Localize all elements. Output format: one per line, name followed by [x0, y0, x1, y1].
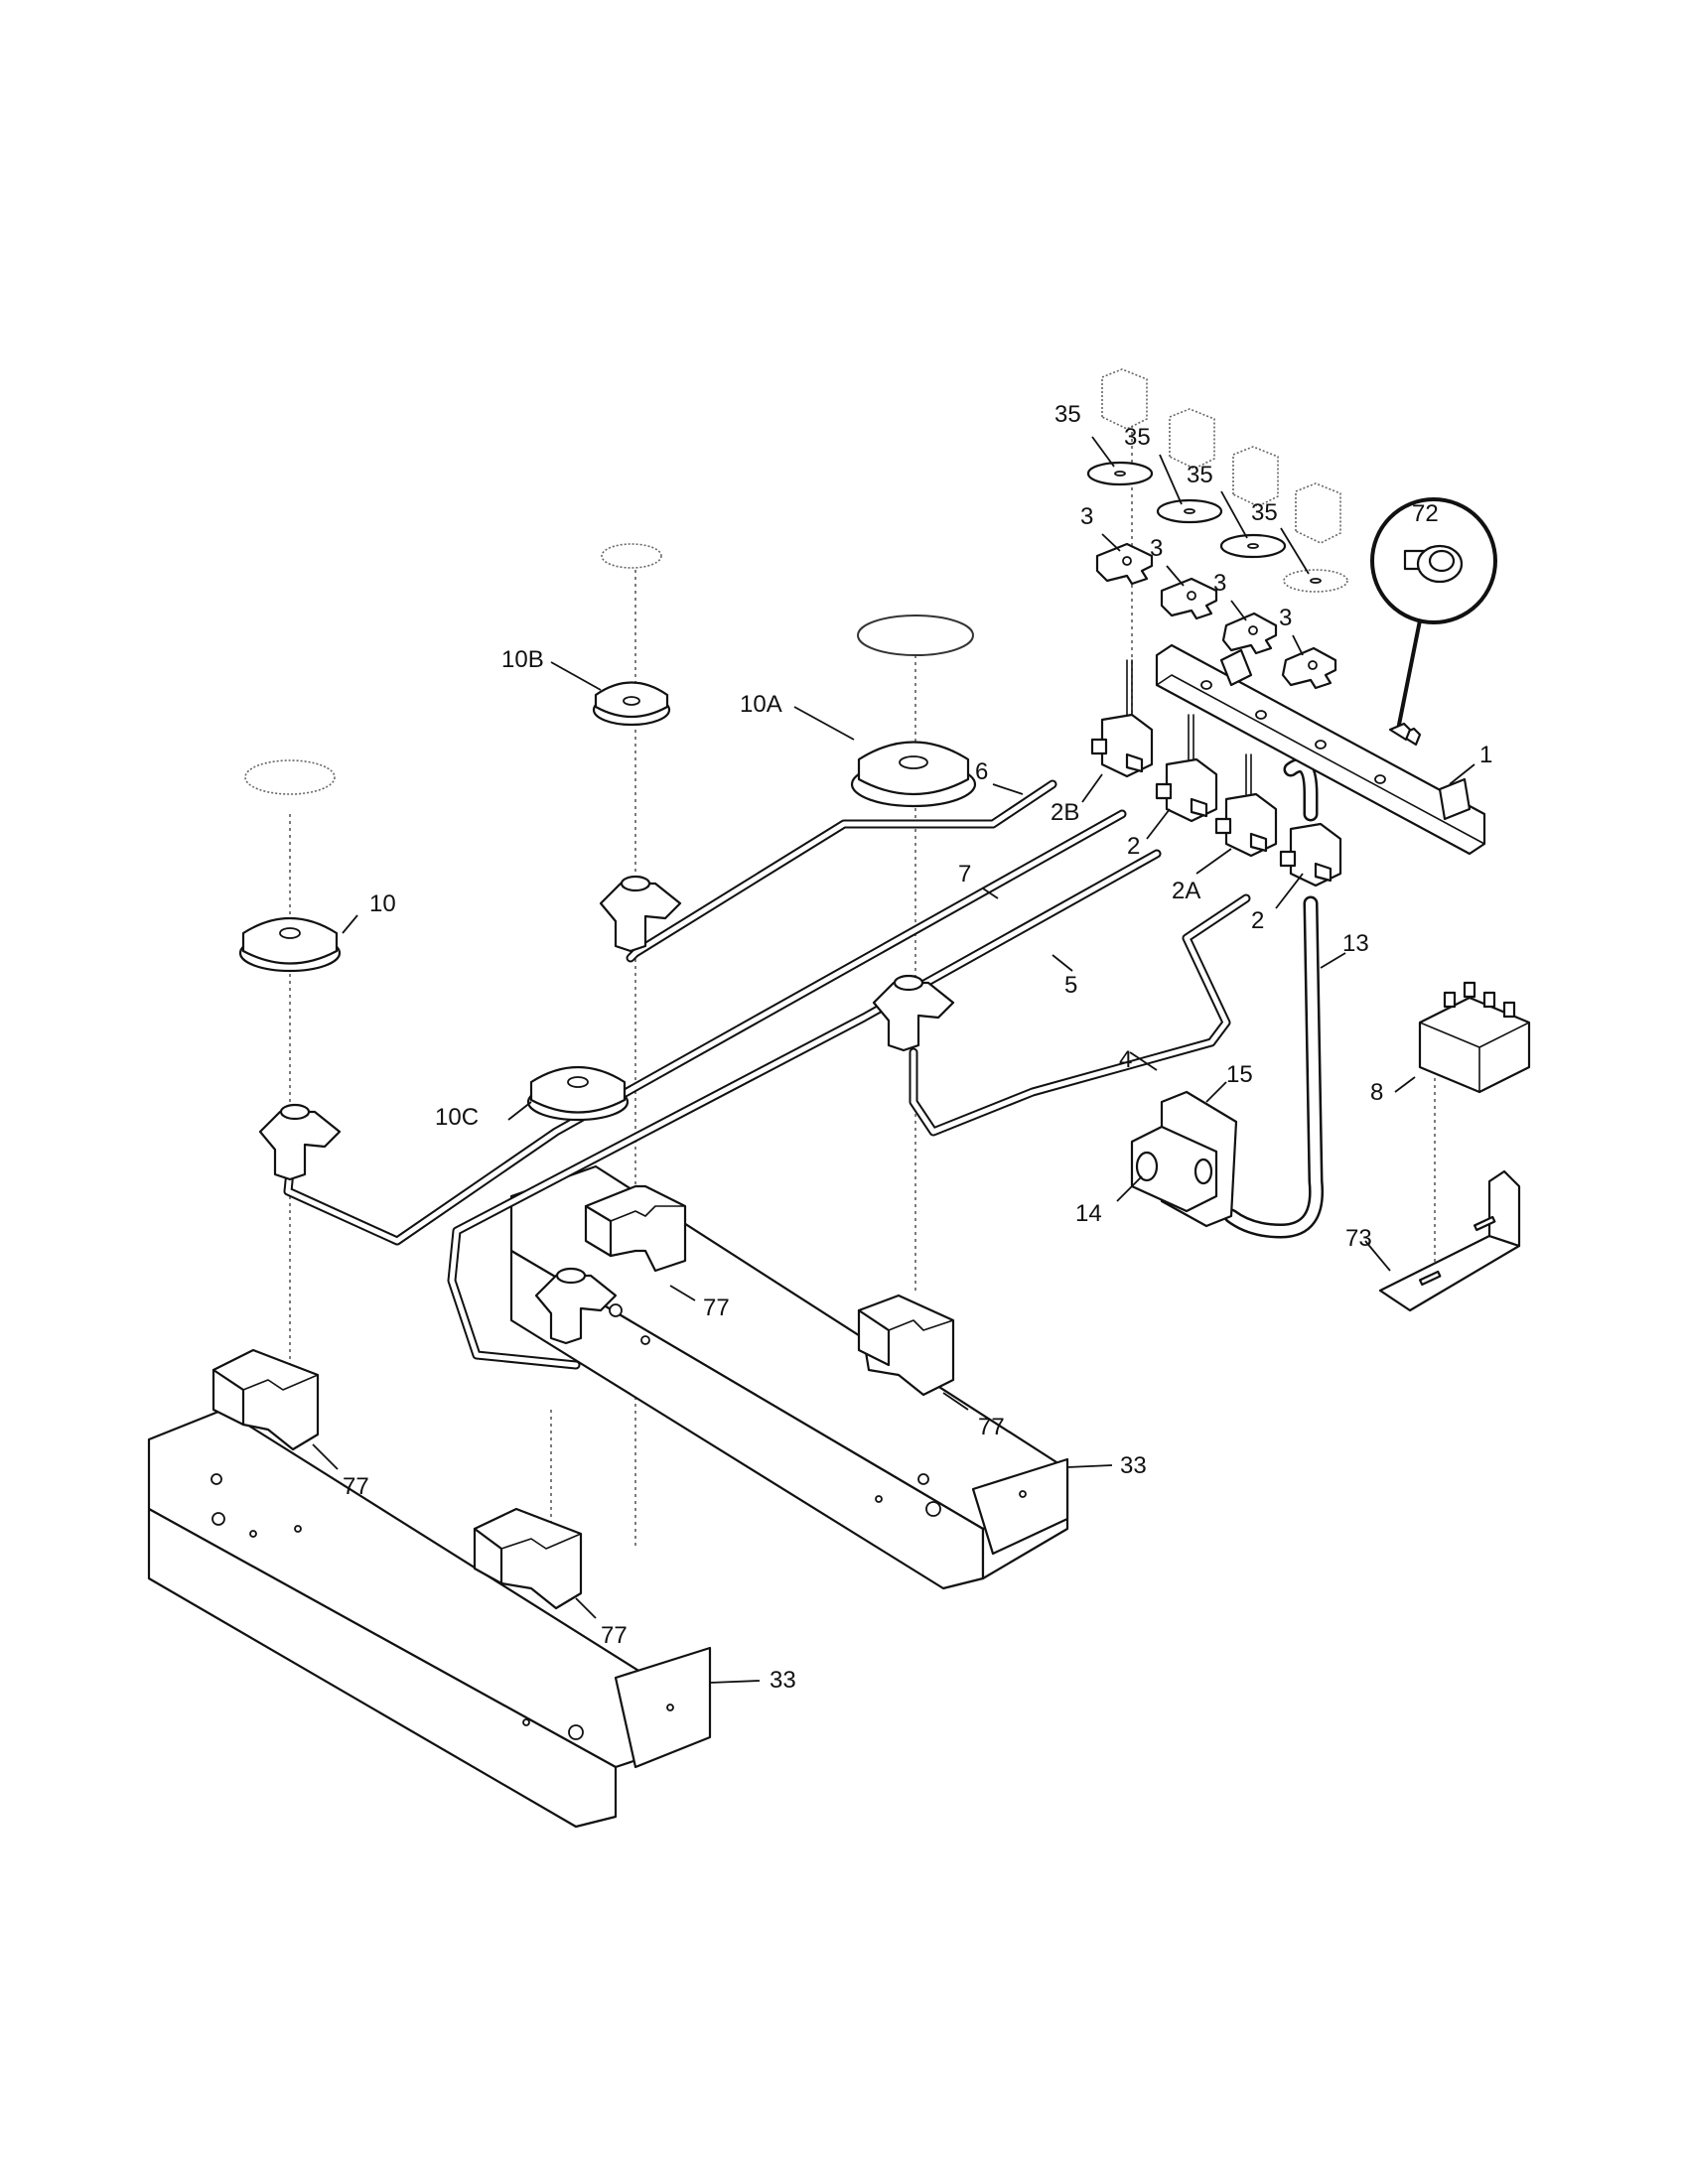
valve-brackets-3	[1095, 542, 1337, 690]
callout-15: 15	[1226, 1061, 1253, 1088]
screw-72-detail	[1370, 497, 1497, 742]
callout-35b: 35	[1124, 424, 1151, 451]
callout-5: 5	[1064, 972, 1077, 999]
callout-77b: 77	[978, 1414, 1005, 1440]
callout-3d: 3	[1279, 605, 1292, 631]
valve-2-upper	[1155, 714, 1218, 823]
callout-77a: 77	[703, 1295, 730, 1321]
burner-10b	[592, 681, 671, 727]
base-channel-front	[147, 1408, 712, 1829]
bracket-77-front-left	[211, 1348, 320, 1451]
bracket-77-rear-right	[857, 1294, 955, 1397]
callouts: 35 35 35 35 3 3 3 3 72 10B 10A 10 10C 6 …	[343, 401, 1492, 1694]
burner-10c	[526, 1066, 630, 1122]
callout-35d: 35	[1251, 499, 1278, 526]
callout-8: 8	[1370, 1079, 1383, 1106]
callout-33a: 33	[1120, 1452, 1147, 1479]
callout-2b: 2B	[1051, 799, 1079, 826]
callout-1: 1	[1479, 742, 1492, 768]
callout-3c: 3	[1213, 570, 1226, 597]
callout-33b: 33	[770, 1667, 796, 1694]
regulator-14	[1130, 1090, 1238, 1228]
callout-2a: 2A	[1172, 878, 1200, 904]
callout-7: 7	[958, 861, 971, 887]
callout-2-lower: 2	[1251, 907, 1264, 934]
manifold-1	[1155, 643, 1486, 856]
callout-6: 6	[975, 758, 988, 785]
spark-module-8	[1418, 981, 1531, 1094]
hose-13	[1223, 757, 1325, 1239]
valve-2-lower	[1279, 822, 1342, 887]
callout-2-upper: 2	[1127, 833, 1140, 860]
gas-tubes	[283, 779, 1251, 1370]
burner-caps	[244, 543, 974, 795]
callout-4: 4	[1119, 1046, 1132, 1073]
burner-10	[238, 917, 342, 973]
leader-lines	[312, 436, 1475, 1684]
callout-10a: 10A	[740, 691, 782, 718]
callout-73: 73	[1345, 1225, 1372, 1252]
orifice-holders	[258, 875, 955, 1345]
callout-14: 14	[1075, 1200, 1102, 1227]
knobs-phantom	[1101, 368, 1341, 544]
callout-35c: 35	[1187, 462, 1213, 488]
callout-13: 13	[1342, 930, 1369, 957]
callout-72: 72	[1412, 500, 1439, 527]
callout-77d: 77	[601, 1622, 628, 1649]
callout-10c: 10C	[435, 1104, 479, 1131]
callout-35a: 35	[1054, 401, 1081, 428]
valve-2b	[1090, 659, 1154, 778]
callout-10b: 10B	[501, 646, 544, 673]
bracket-77-rear-left	[584, 1184, 687, 1273]
bracket-77-front-mid	[473, 1507, 583, 1610]
callout-10: 10	[369, 890, 396, 917]
callout-3a: 3	[1080, 503, 1093, 530]
bracket-73	[1378, 1169, 1521, 1312]
callout-3b: 3	[1150, 535, 1163, 562]
callout-77c: 77	[343, 1473, 369, 1500]
washers-35	[1086, 461, 1348, 593]
burner-10a	[850, 741, 977, 808]
valve-2a	[1214, 753, 1278, 858]
